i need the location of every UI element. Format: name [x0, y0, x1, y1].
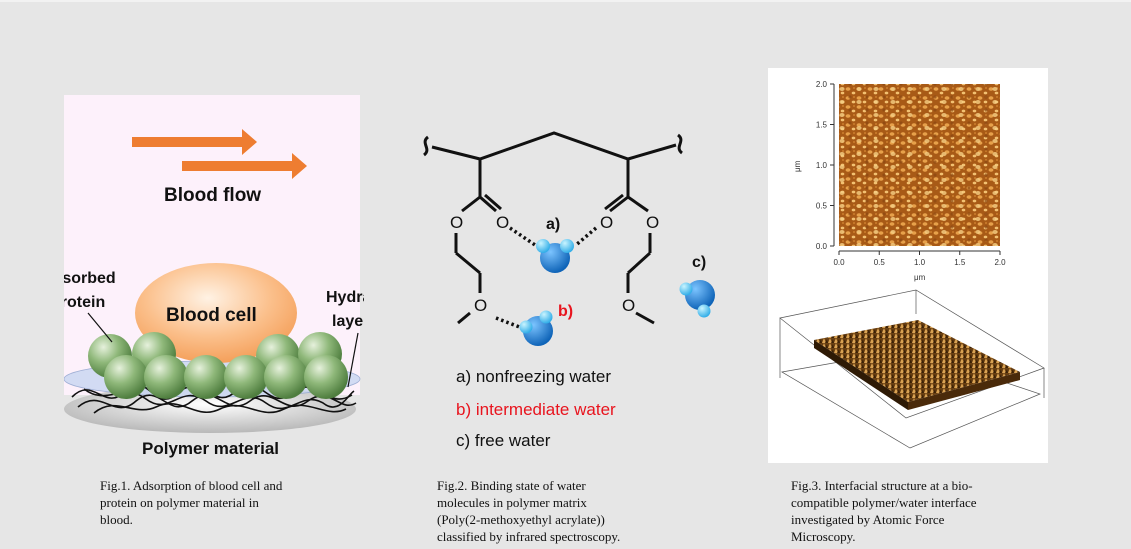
- water-molecule-a: [536, 239, 574, 273]
- oxygen-atoms: O O O O O O: [450, 213, 659, 315]
- label-a: a): [546, 216, 560, 233]
- adsorbed-protein-label-1: Adsorbed: [64, 270, 116, 287]
- fig3-caption: Fig.3. Interfacial structure at a bio- c…: [791, 478, 977, 544]
- afm-3d-terrain: [814, 320, 1020, 402]
- fig2-panel: O O O O O O a) b): [410, 115, 730, 460]
- x-ticks: 0.0 0.5 1.0 1.5 2.0: [833, 251, 1006, 267]
- legend-nonfreezing: a) nonfreezing water: [456, 367, 611, 386]
- y-tick-label: 0.0: [816, 242, 828, 251]
- protein-sphere: [264, 355, 308, 399]
- oxygen-atom: O: [600, 213, 613, 232]
- hydrogen-bonds: [495, 226, 598, 330]
- x-tick-label: 1.0: [914, 258, 926, 267]
- oxygen-atom: O: [496, 213, 509, 232]
- polymer-material-label: Polymer material: [142, 439, 279, 458]
- fig2-illustration: O O O O O O a) b): [422, 131, 715, 450]
- fig2-caption: Fig.2. Binding state of water molecules …: [437, 478, 621, 544]
- y-tick-label: 2.0: [816, 80, 828, 89]
- oxygen-atom: O: [646, 213, 659, 232]
- fig1-panel: Blood flow Blood cell: [41, 95, 401, 465]
- afm-2d-image-texture: [839, 84, 1000, 246]
- flow-arrow-2: [182, 153, 307, 179]
- oxygen-atom: O: [450, 213, 463, 232]
- blood-flow-label: Blood flow: [164, 185, 261, 206]
- protein-front-row: [104, 355, 348, 399]
- y-tick-label: 0.5: [816, 202, 828, 211]
- protein-sphere: [184, 355, 228, 399]
- label-b: b): [558, 303, 573, 320]
- water-molecule-b: [519, 310, 553, 346]
- y-axis-unit: μm: [793, 160, 802, 172]
- protein-sphere: [144, 355, 188, 399]
- protein-sphere: [304, 355, 348, 399]
- x-axis-unit: μm: [914, 273, 926, 282]
- y-ticks: 2.0 1.5 1.0 0.5 0.0: [816, 80, 834, 251]
- label-c: c): [692, 254, 706, 271]
- flow-arrow-1: [132, 129, 257, 155]
- hydration-label-2: layer: [332, 313, 364, 330]
- y-tick-label: 1.5: [816, 121, 828, 130]
- hydration-pointer: [347, 332, 359, 388]
- adsorbed-protein-label-2: protein: [64, 294, 105, 311]
- afm-3d-surface: [779, 289, 1045, 449]
- fig3-illustration: 2.0 1.5 1.0 0.5 0.0 0.0 0.5 1.0 1.5 2.0 μm μm: [779, 80, 1045, 449]
- blood-cell-label: Blood cell: [166, 305, 257, 326]
- protein-sphere: [224, 355, 268, 399]
- water-molecule-c: [679, 280, 715, 318]
- x-tick-label: 2.0: [994, 258, 1006, 267]
- hydration-label-1: Hydration: [326, 289, 364, 306]
- oxygen-atom: O: [622, 296, 635, 315]
- blood-cell: [135, 263, 297, 363]
- polymer-backbone: [422, 131, 684, 325]
- top-divider: [0, 0, 1131, 2]
- fig1-caption: Fig.1. Adsorption of blood cell and prot…: [100, 478, 283, 527]
- fig1-illustration: Blood flow Blood cell: [41, 95, 401, 458]
- adsorbed-protein-pointer: [87, 312, 113, 343]
- x-tick-label: 0.0: [833, 258, 845, 267]
- x-tick-label: 0.5: [874, 258, 886, 267]
- protein-sphere: [104, 355, 148, 399]
- fig3-panel: 2.0 1.5 1.0 0.5 0.0 0.0 0.5 1.0 1.5 2.0 μm μm: [768, 68, 1048, 463]
- oxygen-atom: O: [474, 296, 487, 315]
- x-tick-label: 1.5: [954, 258, 966, 267]
- y-tick-label: 1.0: [816, 161, 828, 170]
- legend-free: c) free water: [456, 431, 551, 450]
- legend-intermediate: b) intermediate water: [456, 400, 616, 419]
